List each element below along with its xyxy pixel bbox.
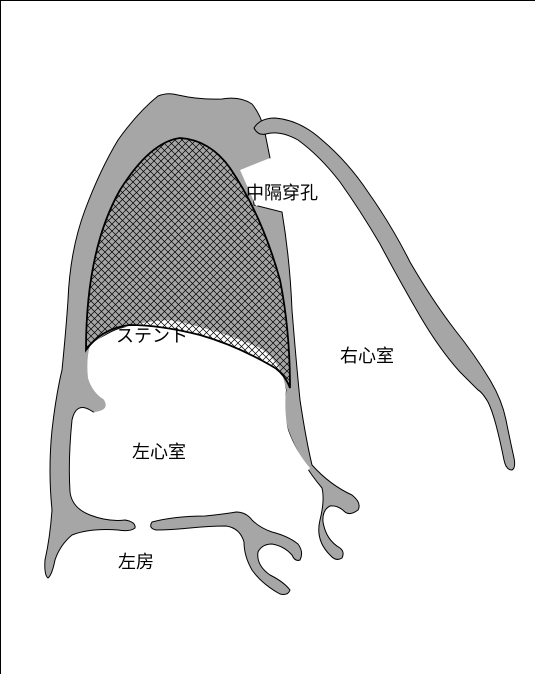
left-atrium-label: 左房 <box>118 552 154 573</box>
septal-perforation-label: 中隔穿孔 <box>246 183 318 204</box>
left-atrium-wall <box>151 512 302 595</box>
left-ventricle-label: 左心室 <box>132 442 186 463</box>
stent-label: ステント <box>116 326 188 347</box>
right-ventricle-label: 右心室 <box>340 346 394 367</box>
